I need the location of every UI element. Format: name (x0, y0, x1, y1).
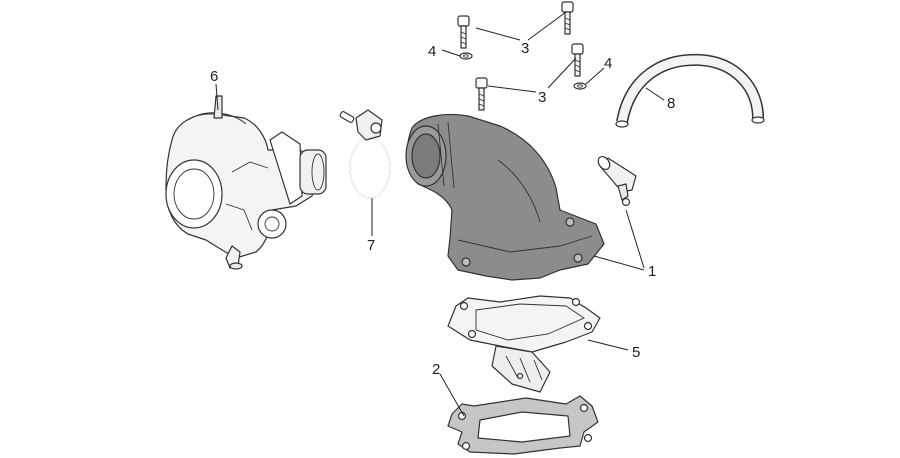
leader-lines (215, 11, 665, 417)
callout-7: 7 (367, 237, 375, 254)
screw-part-3-b (561, 1, 574, 35)
callout-5: 5 (632, 344, 640, 361)
screw-part-3-a (457, 15, 470, 49)
reed-valve-part-5 (447, 295, 601, 393)
callout-4-left: 4 (428, 43, 436, 60)
intake-manifold-part-1 (405, 113, 605, 281)
callout-labels: 6 7 3 3 4 4 8 1 5 2 (210, 40, 675, 378)
callout-1: 1 (648, 263, 656, 280)
washer-part-4-a (459, 52, 473, 60)
callout-4-right: 4 (604, 55, 612, 72)
callout-8: 8 (667, 95, 675, 112)
curved-hose-part-8 (615, 53, 765, 128)
callout-3-middle: 3 (538, 89, 546, 106)
washer-part-4-b (573, 82, 587, 90)
callout-3-top: 3 (521, 40, 529, 57)
hose-clamp-part-7 (339, 109, 391, 199)
callout-6: 6 (210, 68, 218, 85)
screw-part-3-d (475, 77, 488, 111)
sensor-fitting (597, 155, 637, 207)
gasket-part-2 (447, 395, 599, 455)
screw-part-3-c (571, 43, 584, 77)
callout-2: 2 (432, 361, 440, 378)
throttle-body-part-6 (165, 95, 327, 270)
